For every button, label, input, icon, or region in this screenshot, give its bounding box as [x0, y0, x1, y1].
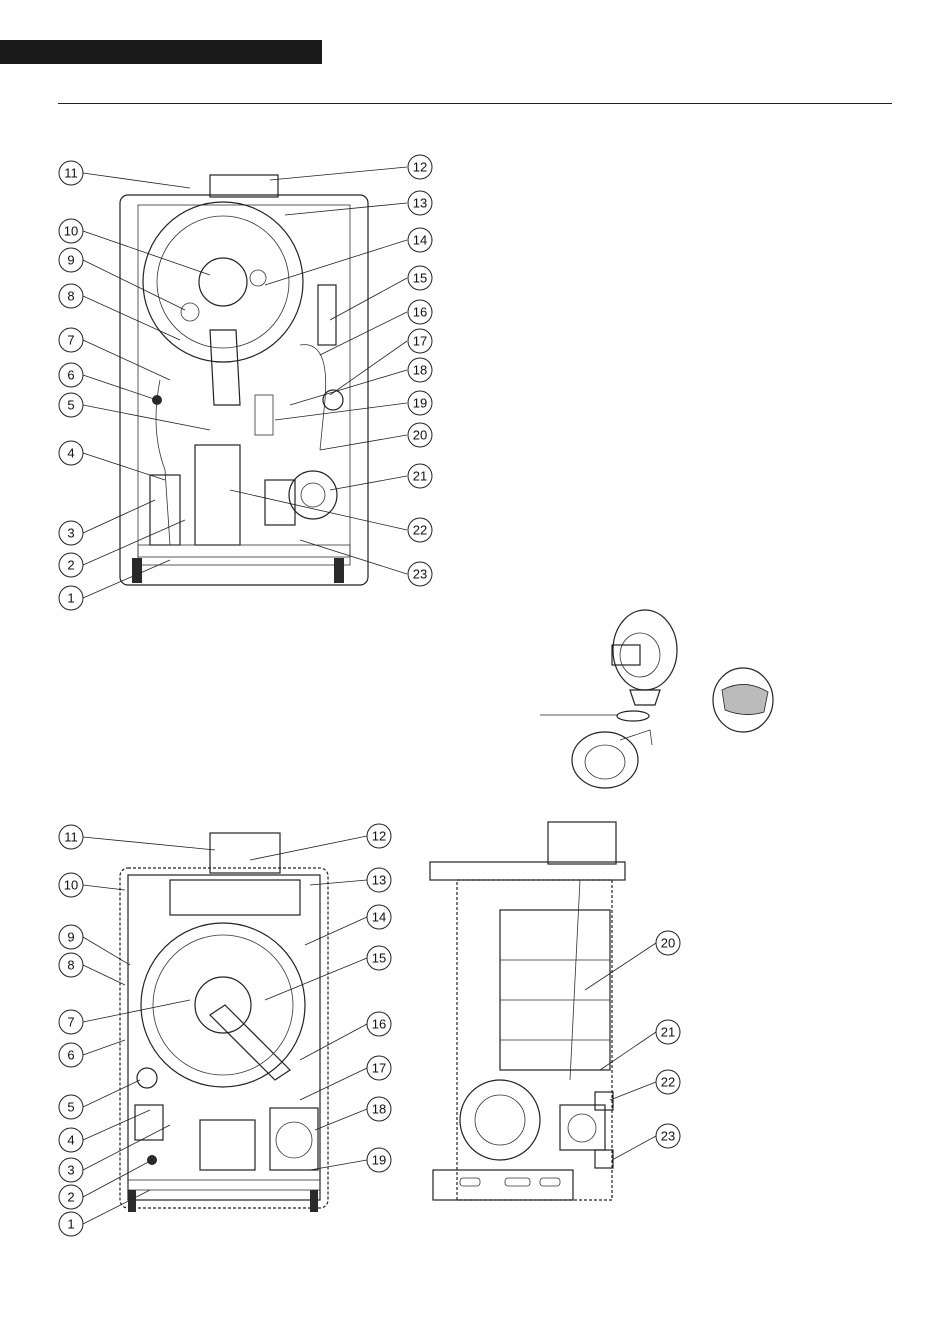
callout-label: 18 [413, 363, 427, 378]
callout-label: 23 [413, 567, 427, 582]
front-view-leaders [83, 167, 407, 598]
bottom-callout-2: 2 [59, 1185, 83, 1209]
front-view-callout-7: 7 [59, 328, 83, 352]
callout-label: 3 [67, 1163, 74, 1178]
callout-label: 18 [372, 1102, 386, 1117]
callout-label: 5 [67, 1100, 74, 1115]
callout-label: 20 [661, 936, 675, 951]
bottom-front-view-boiler [120, 833, 328, 1212]
side-callout-20: 20 [656, 931, 680, 955]
front-view-callout-3: 3 [59, 521, 83, 545]
callout-label: 9 [67, 253, 74, 268]
bottom-callout-5: 5 [59, 1095, 83, 1119]
callout-label: 16 [372, 1017, 386, 1032]
front-view-callout-13: 13 [408, 191, 432, 215]
bottom-callout-11: 11 [59, 825, 83, 849]
callout-label: 4 [67, 1133, 74, 1148]
callout-label: 5 [67, 398, 74, 413]
callout-label: 10 [64, 878, 78, 893]
front-view-callout-16: 16 [408, 300, 432, 324]
side-callout-22: 22 [656, 1070, 680, 1094]
front-view-callout-8: 8 [59, 284, 83, 308]
callout-label: 7 [67, 333, 74, 348]
callout-label: 19 [372, 1153, 386, 1168]
front-view-callout-2: 2 [59, 553, 83, 577]
callout-label: 14 [372, 910, 386, 925]
front-view-callout-18: 18 [408, 358, 432, 382]
front-view-callout-23: 23 [408, 562, 432, 586]
callout-label: 17 [372, 1061, 386, 1076]
callout-label: 13 [413, 196, 427, 211]
front-view-callout-15: 15 [408, 266, 432, 290]
callout-label: 2 [67, 558, 74, 573]
callout-label: 15 [413, 271, 427, 286]
callout-label: 6 [67, 368, 74, 383]
bottom-callout-14: 14 [367, 905, 391, 929]
bottom-callout-6: 6 [59, 1043, 83, 1067]
side-view-boiler [430, 822, 625, 1200]
front-view-callout-9: 9 [59, 248, 83, 272]
callout-label: 9 [67, 930, 74, 945]
callout-label: 21 [661, 1025, 675, 1040]
front-view-callout-20: 20 [408, 423, 432, 447]
front-view-callout-4: 4 [59, 441, 83, 465]
callout-label: 11 [64, 830, 78, 845]
callout-label: 7 [67, 1015, 74, 1030]
callout-label: 23 [661, 1129, 675, 1144]
callout-label: 19 [413, 396, 427, 411]
bottom-callout-19: 19 [367, 1148, 391, 1172]
callout-label: 1 [67, 591, 74, 606]
callout-label: 14 [413, 233, 427, 248]
front-view-callout-17: 17 [408, 329, 432, 353]
callout-label: 8 [67, 958, 74, 973]
callout-label: 3 [67, 526, 74, 541]
callout-label: 12 [372, 829, 386, 844]
front-view-callout-12: 12 [408, 155, 432, 179]
bottom-callout-7: 7 [59, 1010, 83, 1034]
bottom-callout-8: 8 [59, 953, 83, 977]
bottom-callout-4: 4 [59, 1128, 83, 1152]
bottom-callout-17: 17 [367, 1056, 391, 1080]
callout-label: 22 [661, 1075, 675, 1090]
front-view-callout-10: 10 [59, 219, 83, 243]
bottom-callout-15: 15 [367, 946, 391, 970]
callout-label: 12 [413, 160, 427, 175]
front-view-callout-1: 1 [59, 586, 83, 610]
callout-label: 1 [67, 1217, 74, 1232]
callout-label: 16 [413, 305, 427, 320]
callout-label: 11 [64, 166, 78, 181]
front-view-boiler [120, 175, 368, 585]
callout-label: 4 [67, 446, 74, 461]
callout-label: 10 [64, 224, 78, 239]
bottom-callout-3: 3 [59, 1158, 83, 1182]
bottom-callout-9: 9 [59, 925, 83, 949]
bottom-callout-1: 1 [59, 1212, 83, 1236]
front-view-callout-21: 21 [408, 464, 432, 488]
exploded-fan-assembly [540, 610, 773, 788]
callout-label: 21 [413, 469, 427, 484]
callout-label: 17 [413, 334, 427, 349]
callout-label: 22 [413, 523, 427, 538]
front-view-callout-11: 11 [59, 161, 83, 185]
front-view-callout-19: 19 [408, 391, 432, 415]
front-view-callout-14: 14 [408, 228, 432, 252]
bottom-callout-10: 10 [59, 873, 83, 897]
side-callout-21: 21 [656, 1020, 680, 1044]
front-view-callout-6: 6 [59, 363, 83, 387]
front-view-callout-5: 5 [59, 393, 83, 417]
bottom-callout-13: 13 [367, 868, 391, 892]
callout-label: 20 [413, 428, 427, 443]
front-view-callout-22: 22 [408, 518, 432, 542]
callout-label: 2 [67, 1190, 74, 1205]
callout-label: 13 [372, 873, 386, 888]
callout-label: 6 [67, 1048, 74, 1063]
bottom-callout-16: 16 [367, 1012, 391, 1036]
callout-label: 8 [67, 289, 74, 304]
side-callout-23: 23 [656, 1124, 680, 1148]
bottom-callout-18: 18 [367, 1097, 391, 1121]
callout-label: 15 [372, 951, 386, 966]
bottom-callout-12: 12 [367, 824, 391, 848]
